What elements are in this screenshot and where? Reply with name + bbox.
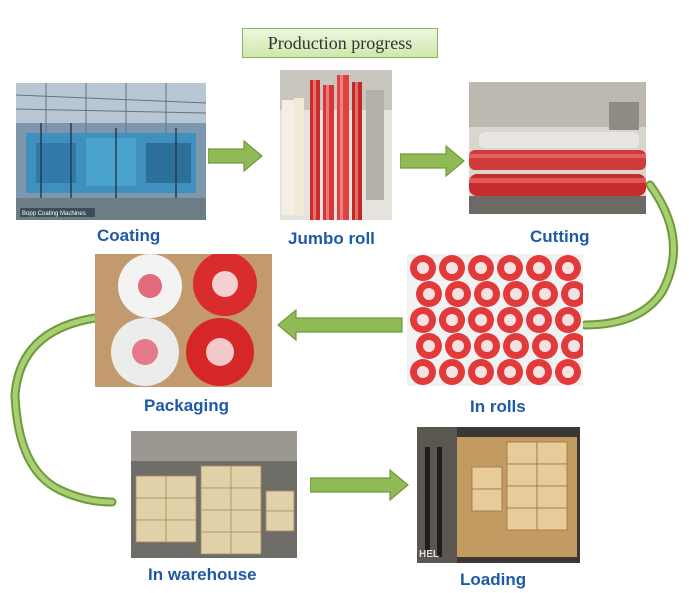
step-label-jumbo-roll: Jumbo roll — [288, 229, 375, 248]
tape-roll-core — [562, 262, 574, 274]
tape-roll-core — [475, 262, 487, 274]
packaging-photo — [95, 254, 272, 387]
tape-roll-core — [533, 366, 545, 378]
svg-text:HEL: HEL — [419, 549, 439, 560]
coating-photo: Bopp Coating Machines — [16, 83, 206, 220]
step-label-loading: Loading — [460, 570, 527, 589]
in-warehouse-photo — [131, 431, 297, 558]
tape-roll-core — [539, 340, 551, 352]
tape-roll-core — [510, 340, 522, 352]
tape-roll-core — [423, 288, 435, 300]
tape-roll-core — [568, 288, 580, 300]
tape-roll-core — [417, 366, 429, 378]
tape-roll-core — [568, 340, 580, 352]
right-arrow-icon — [400, 144, 465, 178]
jumbo-roll-photo — [280, 70, 392, 220]
tape-roll-core — [475, 366, 487, 378]
tape-roll-core — [510, 288, 522, 300]
step-label-in-rolls: In rolls — [470, 397, 526, 416]
tape-roll-core — [504, 366, 516, 378]
coating-photo-caption: Bopp Coating Machines — [22, 211, 86, 217]
tape-roll-core — [533, 262, 545, 274]
tape-roll-core — [452, 340, 464, 352]
loading-photo: HEL — [417, 427, 580, 563]
tape-roll-core — [533, 314, 545, 326]
in-rolls-photo — [407, 254, 583, 386]
tape-roll-core — [562, 314, 574, 326]
tape-roll-core — [481, 340, 493, 352]
right-arrow-icon — [208, 139, 263, 173]
step-label-cutting: Cutting — [530, 227, 590, 246]
tape-roll-core — [481, 288, 493, 300]
tape-roll-core — [417, 262, 429, 274]
tape-roll-core — [446, 366, 458, 378]
tape-roll-core — [417, 314, 429, 326]
left-arrow-icon — [277, 308, 403, 342]
right-arrow-icon — [310, 468, 409, 502]
step-label-coating: Coating — [97, 226, 161, 245]
cutting-photo — [469, 82, 646, 214]
step-label-packaging: Packaging — [144, 396, 230, 415]
tape-roll-core — [452, 288, 464, 300]
tape-roll-core — [446, 262, 458, 274]
tape-roll-core — [539, 288, 551, 300]
tape-roll-core — [562, 366, 574, 378]
tape-roll-core — [504, 314, 516, 326]
tape-roll-core — [446, 314, 458, 326]
step-label-in-warehouse: In warehouse — [148, 565, 257, 584]
tape-roll-core — [423, 340, 435, 352]
tape-roll-core — [504, 262, 516, 274]
tape-roll-core — [475, 314, 487, 326]
page-title: Production progress — [242, 28, 438, 58]
